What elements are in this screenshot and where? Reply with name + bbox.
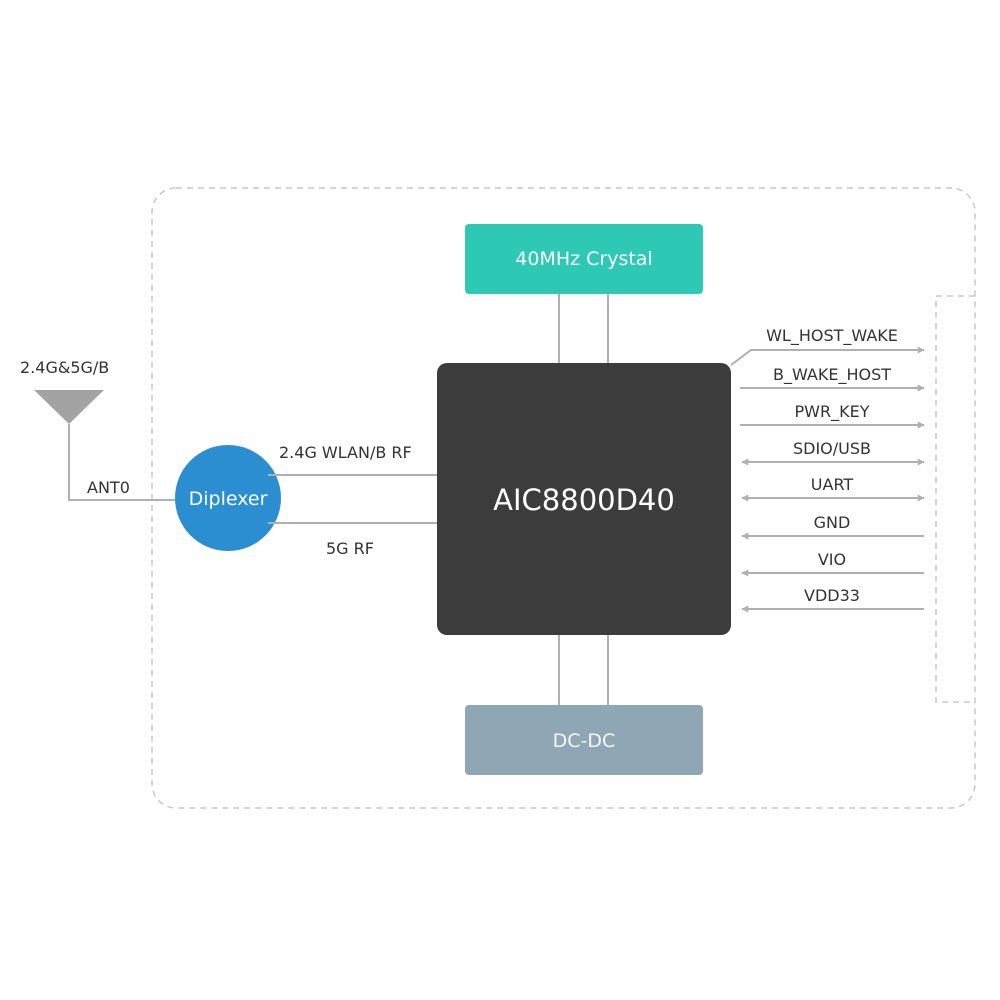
signal-label-wl-host-wake: WL_HOST_WAKE (766, 326, 898, 346)
antenna-band-label: 2.4G&5G/B (20, 358, 109, 377)
antenna-icon (34, 390, 104, 424)
chip-block (437, 363, 731, 635)
crystal-block (465, 224, 703, 294)
diplexer-label: Diplexer (189, 488, 268, 510)
signal-line-wl-host-wake (730, 346, 925, 366)
signal-label-uart: UART (811, 475, 854, 494)
wlan-rf-label: 2.4G WLAN/B RF (279, 443, 412, 462)
dcdc-block (465, 705, 703, 775)
signal-label-vdd33: VDD33 (804, 586, 860, 605)
signal-label-b-wake-host: B_WAKE_HOST (773, 365, 891, 385)
dcdc-label: DC-DC (553, 730, 616, 752)
chip-label: AIC8800D40 (493, 483, 675, 517)
signal-label-pwr-key: PWR_KEY (795, 402, 870, 422)
antenna-feed-line (68, 424, 175, 501)
diplexer-block (175, 445, 281, 551)
signal-label-gnd: GND (814, 513, 851, 532)
five-g-rf-label: 5G RF (326, 539, 374, 558)
host-connector-outline (935, 295, 975, 703)
signal-label-vio: VIO (818, 550, 846, 569)
module-outline (151, 187, 976, 809)
antenna-port-label: ANT0 (87, 478, 130, 497)
crystal-label: 40MHz Crystal (515, 248, 652, 270)
signal-label-sdio-usb: SDIO/USB (793, 439, 871, 458)
